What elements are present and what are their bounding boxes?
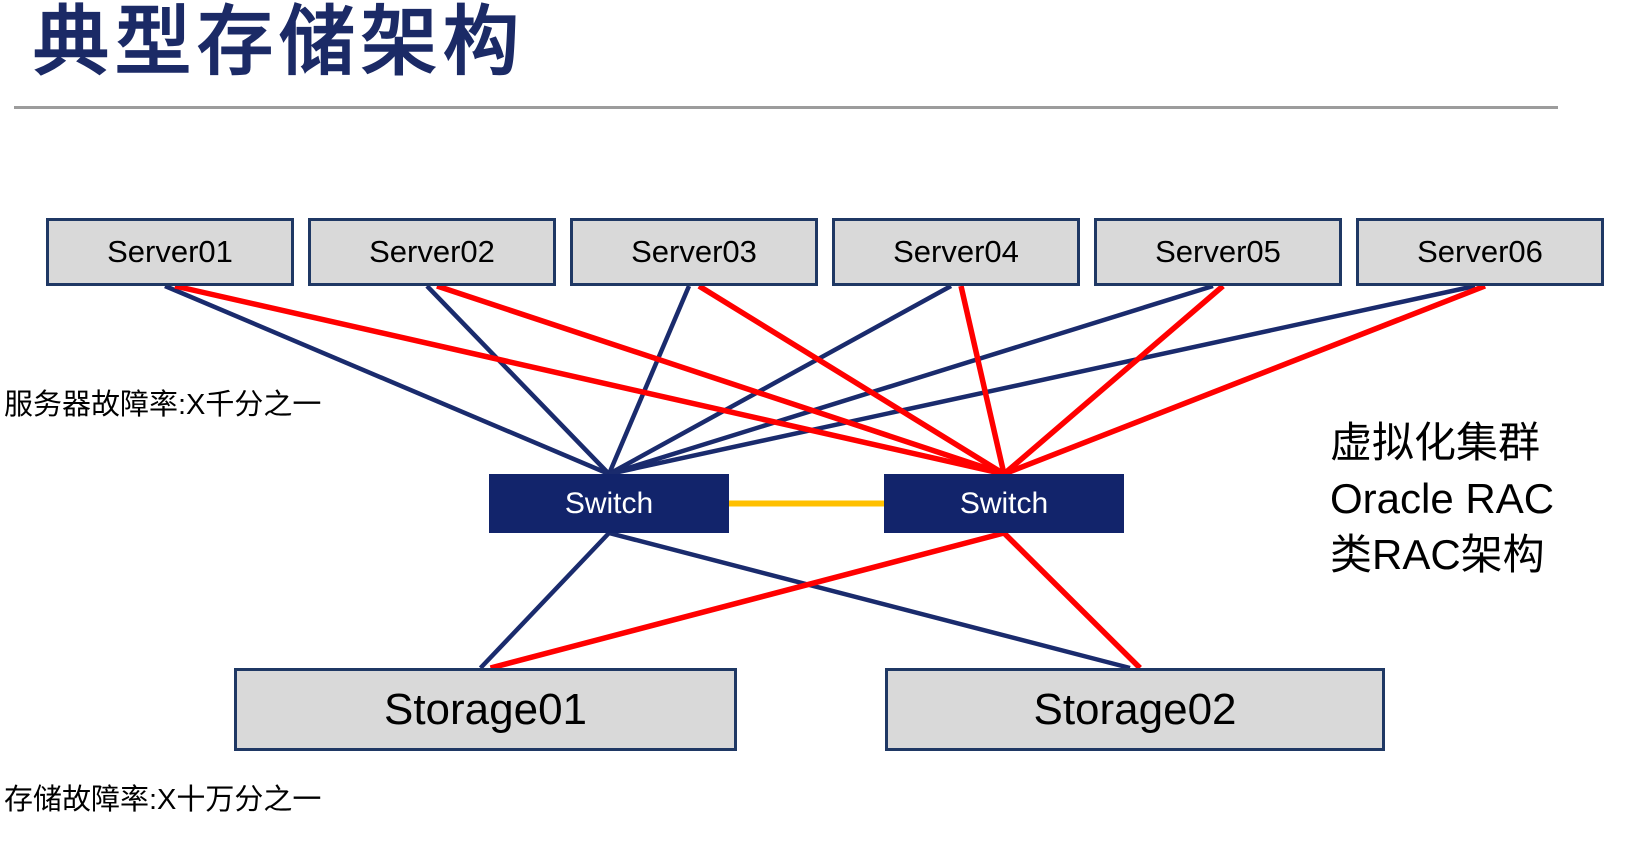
edge-server01-switch-b xyxy=(174,283,1005,477)
node-server06: Server06 xyxy=(1356,218,1604,286)
edge-server05-switch-a xyxy=(608,283,1214,477)
node-server05: Server05 xyxy=(1094,218,1342,286)
node-server01: Server01 xyxy=(46,218,294,286)
node-storage01: Storage01 xyxy=(234,668,737,751)
node-server04: Server04 xyxy=(832,218,1080,286)
edge-server05-switch-b xyxy=(1002,283,1225,477)
node-server02: Server02 xyxy=(308,218,556,286)
edge-server02-switch-b xyxy=(436,283,1005,477)
edge-switch-a-storage01 xyxy=(478,531,611,670)
edge-switch-a-storage02 xyxy=(608,530,1131,671)
edge-server01-switch-a xyxy=(164,283,610,477)
edge-server06-switch-b xyxy=(1002,283,1487,477)
edge-server02-switch-a xyxy=(425,284,611,476)
annotation-line-3: 类RAC架构 xyxy=(1330,531,1545,578)
node-server03: Server03 xyxy=(570,218,818,286)
edge-switch-b-storage02 xyxy=(1002,531,1142,670)
page-title: 典型存储架构 xyxy=(33,0,525,85)
edge-switch-b-storage01 xyxy=(489,530,1005,671)
cluster-annotation: 虚拟化集群 Oracle RAC 类RAC架构 xyxy=(1330,415,1554,583)
edge-server04-switch-a xyxy=(607,284,953,476)
annotation-line-2: Oracle RAC xyxy=(1330,475,1555,522)
node-storage02: Storage02 xyxy=(885,668,1385,751)
edge-server06-switch-a xyxy=(608,283,1476,477)
node-switch-a: Switch xyxy=(489,474,729,533)
edge-server03-switch-a xyxy=(606,285,692,475)
server-failure-rate-label: 服务器故障率:X千分之一 xyxy=(4,389,322,421)
storage-failure-rate-label: 存储故障率:X十万分之一 xyxy=(4,784,322,816)
title-divider xyxy=(14,106,1558,109)
edge-server03-switch-b xyxy=(697,283,1006,477)
node-switch-b: Switch xyxy=(884,474,1124,533)
edge-server04-switch-b xyxy=(958,285,1007,475)
annotation-line-1: 虚拟化集群 xyxy=(1330,419,1541,466)
